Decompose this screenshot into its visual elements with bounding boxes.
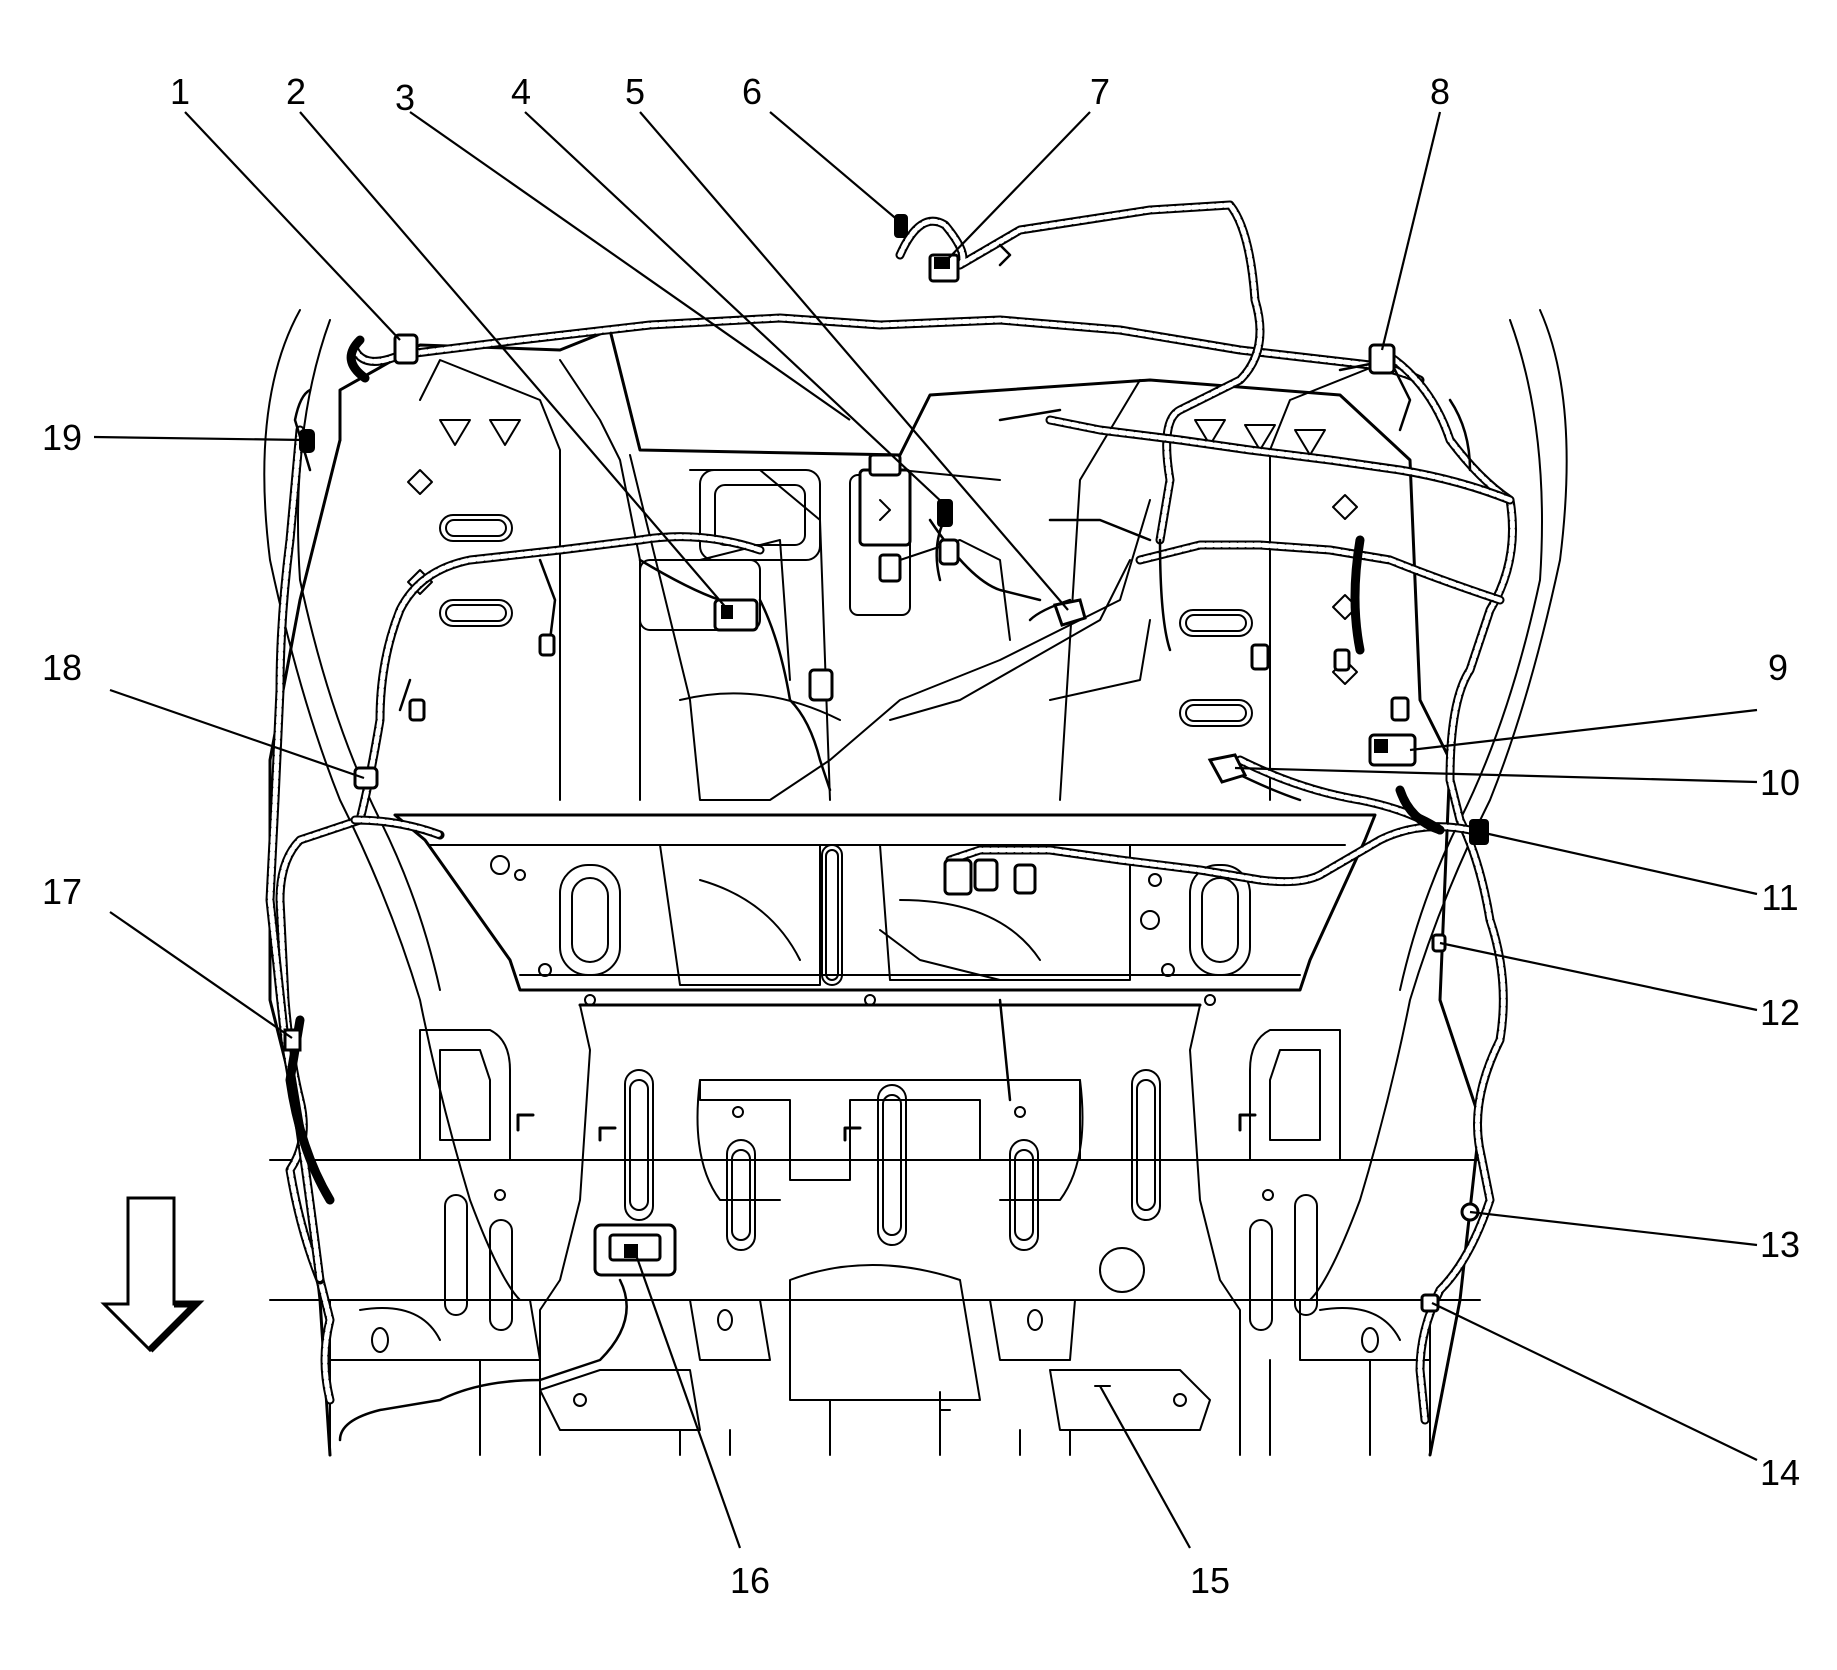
callout-7: 7 [1090,71,1110,112]
callout-2: 2 [286,71,306,112]
rear-bumper-brackets [329,1264,1431,1456]
callout-1: 1 [170,71,190,112]
rear-cross-member [393,813,1377,1006]
callout-19: 19 [42,417,82,458]
callout-14: 14 [1760,1452,1800,1493]
callout-16: 16 [730,1560,770,1601]
callout-12: 12 [1760,992,1800,1033]
connector-17-icon [283,1028,302,1052]
connector-1-icon [393,333,419,365]
connector-3-icon [937,499,953,527]
connector-4-icon [938,538,960,566]
callout-11: 11 [1761,877,1798,918]
wiring-harness-main [265,200,1517,1425]
callout-4: 4 [511,71,531,112]
callout-6: 6 [742,71,762,112]
control-module-icon [858,468,912,547]
connector-18-icon [353,766,379,790]
connectors [283,214,1489,1313]
connector-11-icon [1469,819,1489,845]
connector-10-icon [1207,753,1248,784]
callout-3: 3 [395,77,415,118]
callout-10: 10 [1760,762,1800,803]
callout-13: 13 [1760,1224,1800,1265]
callout-18: 18 [42,647,82,688]
down-arrow-icon [100,1196,205,1353]
leader-lines [93,111,1758,1549]
callout-labels: 1 2 3 4 5 6 7 8 9 10 11 12 13 14 15 16 1… [42,71,1800,1601]
rear-floor-panel [269,1003,1481,1456]
callout-15: 15 [1190,1560,1230,1601]
underbody-floor-pan [263,309,1568,1457]
connector-5-icon [1053,598,1087,627]
connector-14-icon [1420,1293,1440,1313]
callout-17: 17 [42,871,82,912]
connector-8-icon [1368,343,1396,375]
callout-5: 5 [625,71,645,112]
callout-9: 9 [1768,647,1788,688]
callout-8: 8 [1430,71,1450,112]
